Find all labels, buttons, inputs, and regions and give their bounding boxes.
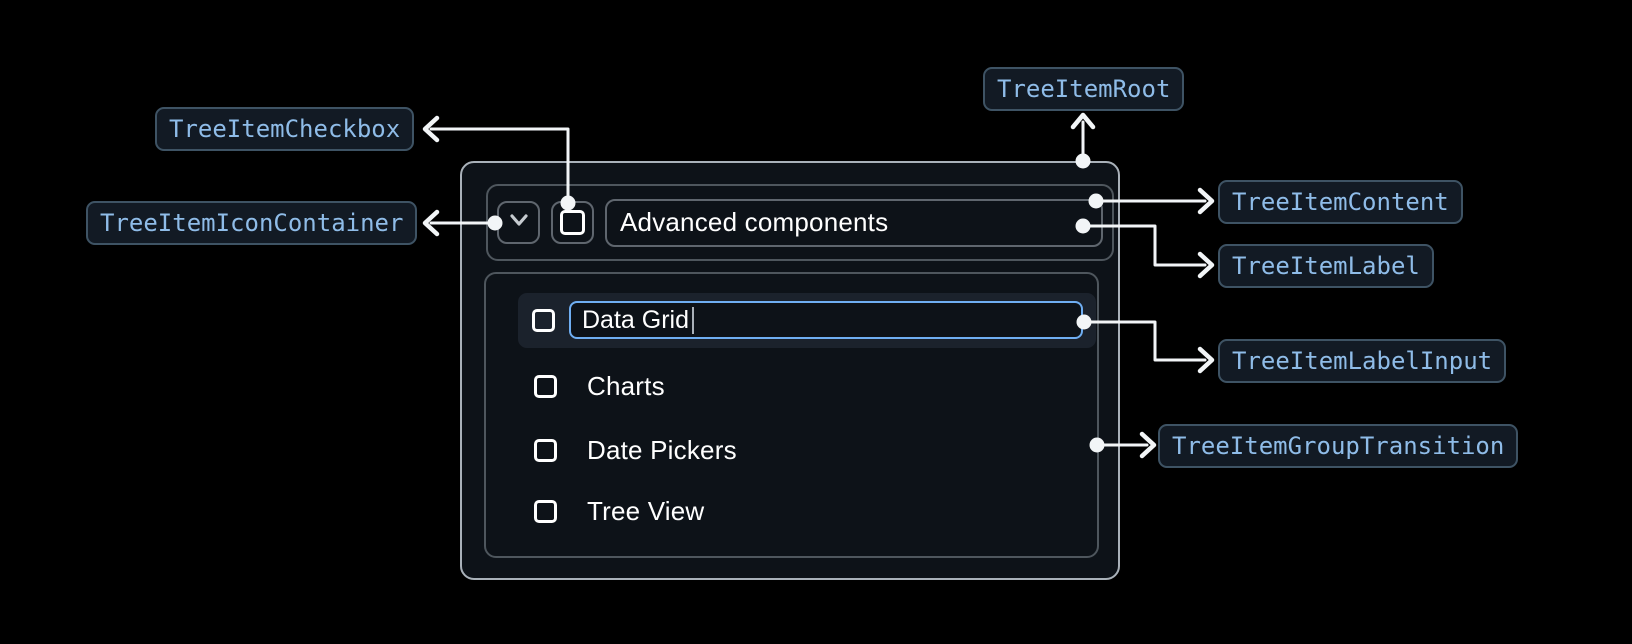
checkbox-unchecked-icon[interactable]	[534, 499, 557, 523]
tree-item-content-row[interactable]: Advanced components	[486, 184, 1114, 261]
arrowhead-up-icon	[1070, 112, 1096, 130]
arrowhead-right-icon	[1197, 346, 1215, 374]
arrowhead-right-icon	[1197, 187, 1215, 215]
tree-item-label-text: Charts	[587, 370, 665, 401]
annotation-chip-tree-item-label: TreeItemLabel	[1218, 244, 1434, 288]
checkbox-unchecked-icon[interactable]	[532, 309, 555, 332]
label-input-value: Data Grid	[582, 305, 689, 334]
tree-item-group: Data Grid Charts Date Pickers Tree View	[484, 272, 1099, 558]
annotation-chip-tree-item-checkbox: TreeItemCheckbox	[155, 107, 415, 151]
annotation-chip-tree-item-icon-container: TreeItemIconContainer	[86, 201, 418, 245]
arrowhead-right-icon	[1197, 251, 1215, 279]
tree-item-label-text: Date Pickers	[587, 434, 737, 465]
chevron-down-icon	[506, 207, 532, 238]
tree-item-row[interactable]: Tree View	[534, 495, 705, 526]
tree-item-label-text: Tree View	[587, 495, 705, 526]
annotation-chip-tree-item-content: TreeItemContent	[1218, 180, 1463, 224]
tree-item-label-input[interactable]: Data Grid	[569, 301, 1083, 339]
arrowhead-left-icon	[422, 115, 440, 143]
checkbox-unchecked-icon	[560, 210, 585, 235]
arrowhead-right-icon	[1139, 431, 1157, 459]
tree-item-row-editing[interactable]: Data Grid	[518, 293, 1096, 348]
checkbox-unchecked-icon[interactable]	[534, 374, 557, 398]
annotation-chip-tree-item-root: TreeItemRoot	[983, 67, 1185, 111]
tree-item-row[interactable]: Charts	[534, 370, 665, 401]
annotation-chip-tree-item-label-input: TreeItemLabelInput	[1218, 339, 1507, 383]
arrowhead-left-icon	[422, 209, 440, 237]
expand-collapse-button[interactable]	[497, 201, 540, 244]
checkbox-unchecked-icon[interactable]	[534, 438, 557, 462]
annotation-chip-tree-item-group-transition: TreeItemGroupTransition	[1158, 424, 1519, 468]
tree-item-row[interactable]: Date Pickers	[534, 434, 737, 465]
text-caret	[691, 306, 694, 334]
parent-checkbox-button[interactable]	[551, 201, 594, 244]
parent-label: Advanced components	[620, 207, 889, 237]
tree-item-root-panel: Advanced components Data Grid Charts	[460, 161, 1120, 580]
tree-item-label-box: Advanced components	[605, 198, 1103, 247]
